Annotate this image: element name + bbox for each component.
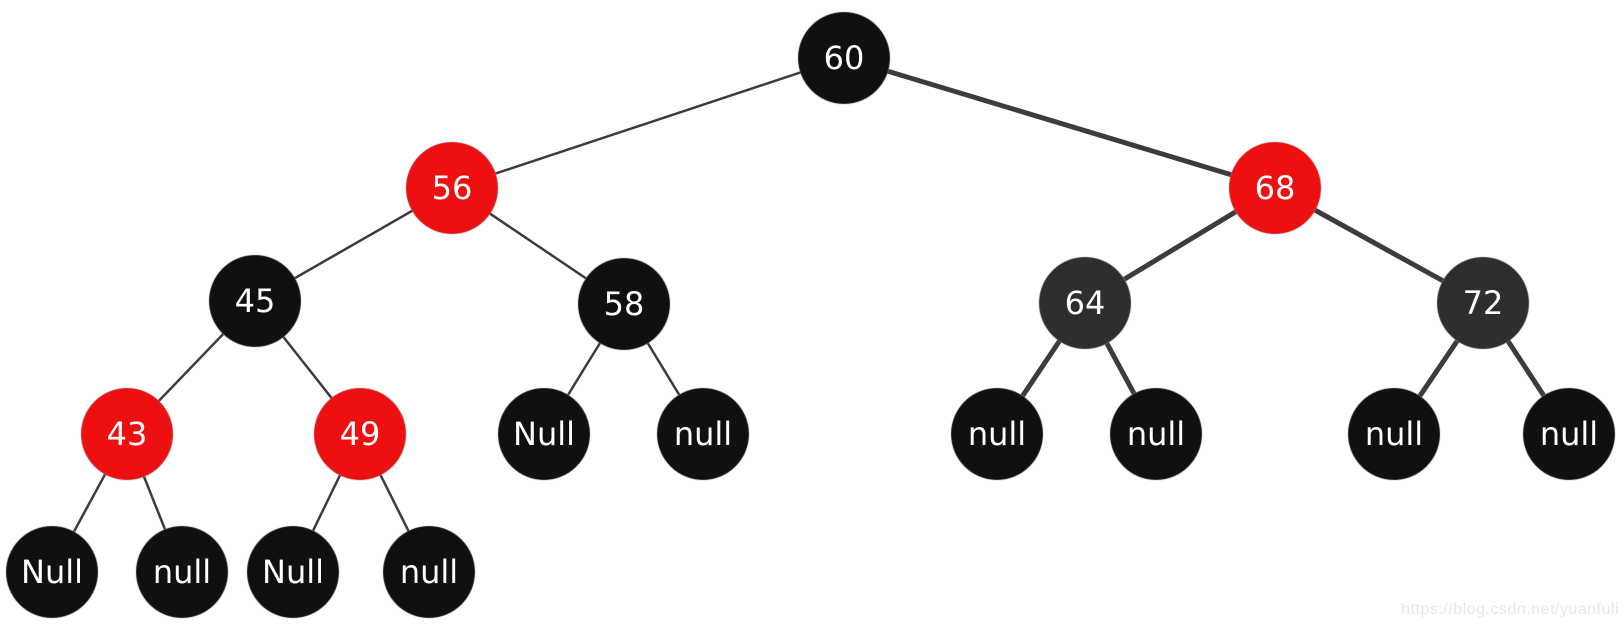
tree-node-circle	[80, 387, 174, 481]
tree-node-label: 43	[107, 415, 148, 453]
tree-node-label: 49	[340, 415, 381, 453]
tree-node-label: null	[153, 553, 211, 591]
tree-node-label: 56	[432, 169, 473, 207]
tree-node-null-64L: null	[950, 387, 1044, 481]
tree-node-null-64R: null	[1109, 387, 1203, 481]
tree-node-n64: 64	[1038, 256, 1132, 350]
tree-node-circle	[1109, 387, 1203, 481]
tree-node-label: 60	[824, 39, 865, 77]
tree-node-label: null	[1365, 415, 1423, 453]
tree-node-circle	[313, 387, 407, 481]
tree-node-circle	[950, 387, 1044, 481]
tree-node-null-72R: null	[1522, 387, 1616, 481]
tree-node-label: 72	[1463, 284, 1504, 322]
tree-node-circle	[497, 387, 591, 481]
tree-node-label: null	[1540, 415, 1598, 453]
tree-node-circle	[382, 525, 476, 619]
tree-node-null-49R: null	[382, 525, 476, 619]
tree-node-n68: 68	[1228, 141, 1322, 235]
tree-node-n60: 60	[797, 11, 891, 105]
tree-node-null-43L: Null	[5, 525, 99, 619]
tree-node-circle	[1436, 256, 1530, 350]
tree-node-null-72L: null	[1347, 387, 1441, 481]
tree-node-n43: 43	[80, 387, 174, 481]
tree-node-circle	[405, 141, 499, 235]
tree-node-null-58R: null	[656, 387, 750, 481]
tree-node-label: 64	[1065, 284, 1106, 322]
tree-node-label: null	[968, 415, 1026, 453]
tree-node-null-58L: Null	[497, 387, 591, 481]
tree-node-null-43R: null	[135, 525, 229, 619]
tree-node-circle	[656, 387, 750, 481]
tree-node-n58: 58	[577, 257, 671, 351]
tree-node-label: null	[674, 415, 732, 453]
tree-node-label: 58	[604, 285, 645, 323]
tree-node-label: null	[400, 553, 458, 591]
tree-node-circle	[1522, 387, 1616, 481]
tree-node-label: 45	[235, 282, 276, 320]
tree-node-label: Null	[262, 553, 324, 591]
tree-node-n49: 49	[313, 387, 407, 481]
tree-node-circle	[246, 525, 340, 619]
tree-node-n72: 72	[1436, 256, 1530, 350]
tree-node-label: Null	[513, 415, 575, 453]
tree-node-null-49L: Null	[246, 525, 340, 619]
tree-node-label: Null	[21, 553, 83, 591]
tree-node-n56: 56	[405, 141, 499, 235]
tree-node-circle	[135, 525, 229, 619]
tree-node-label: 68	[1255, 169, 1296, 207]
tree-node-n45: 45	[208, 254, 302, 348]
tree-node-circle	[797, 11, 891, 105]
tree-node-circle	[1038, 256, 1132, 350]
tree-node-circle	[208, 254, 302, 348]
watermark: https://blog.csdn.net/yuanfuli	[1401, 601, 1619, 618]
tree-node-circle	[1347, 387, 1441, 481]
tree-node-circle	[577, 257, 671, 351]
tree-node-label: null	[1127, 415, 1185, 453]
tree-node-circle	[5, 525, 99, 619]
tree-edge-n60-n68	[843, 55, 1276, 191]
tree-edge-n60-n56	[451, 56, 845, 190]
tree-node-circle	[1228, 141, 1322, 235]
